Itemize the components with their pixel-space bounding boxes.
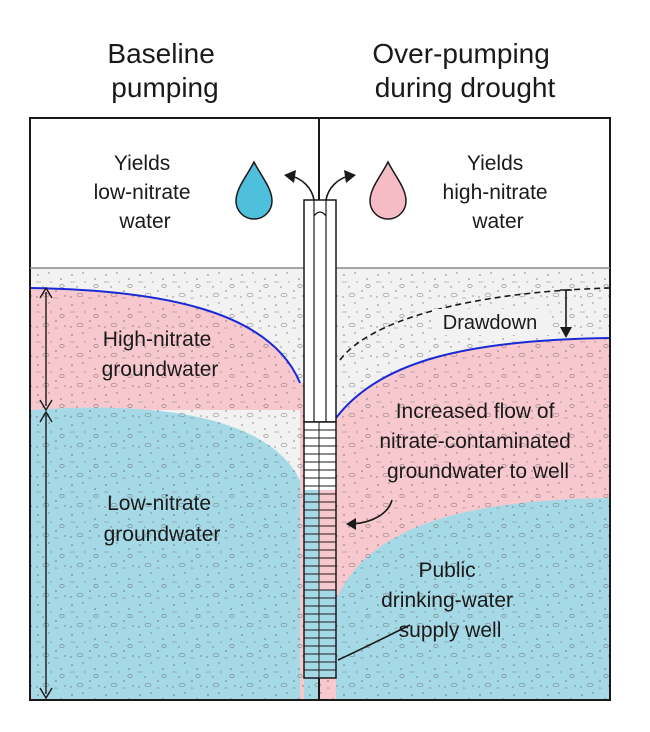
- header-baseline-line1: Baseline: [107, 38, 214, 69]
- left-panel: Yields low-nitrate water High-nitrate gr…: [29, 152, 319, 700]
- supply-well: [284, 170, 356, 679]
- left-texture: [30, 268, 319, 700]
- header-overpumping-line1: Over-pumping: [372, 38, 549, 69]
- increased-flow-line3: groundwater to well: [387, 460, 569, 483]
- header-overpumping-line2: during drought: [375, 72, 556, 103]
- left-yield-line1: Yields: [114, 152, 170, 175]
- right-yield-line2: high-nitrate: [443, 181, 548, 204]
- well-screen: [303, 421, 337, 679]
- well-label-leader: [337, 624, 411, 661]
- header-baseline-line2: pumping: [111, 72, 218, 103]
- high-zone-arrowhead-bottom: [39, 399, 53, 412]
- high-zone-arrowhead-top: [39, 286, 53, 299]
- low-nitrate-line2: groundwater: [104, 523, 221, 546]
- header-overpumping: Over-pumping during drought: [372, 38, 557, 103]
- well-cap: [313, 211, 327, 217]
- well-casing: [303, 199, 337, 423]
- increased-flow-line2: nitrate-contaminated: [379, 430, 570, 453]
- low-nitrate-line1: Low-nitrate: [107, 492, 211, 515]
- low-nitrate-groundwater-label: Low-nitrate groundwater: [104, 492, 221, 546]
- right-discharge-arrowhead: [344, 170, 356, 183]
- flow-arrowhead: [346, 518, 356, 530]
- high-nitrate-groundwater-label: High-nitrate groundwater: [102, 328, 219, 381]
- high-nitrate-drop-icon: [369, 160, 407, 220]
- flow-arrow: [351, 499, 393, 525]
- left-discharge-arrowhead: [284, 170, 296, 183]
- low-zone-arrowhead-bottom: [39, 687, 53, 700]
- low-nitrate-drop-icon: [235, 160, 273, 220]
- well-screen-left-half: [304, 490, 319, 590]
- well-screen-slots: [304, 429, 336, 671]
- high-nitrate-line2: groundwater: [102, 358, 219, 381]
- right-yield-line3: water: [471, 210, 523, 233]
- former-water-table: [339, 287, 611, 361]
- drawdown-label-bg: [432, 309, 550, 335]
- right-yield-label: Yields high-nitrate water: [443, 152, 554, 233]
- drawdown-arrowhead: [560, 327, 572, 338]
- low-zone-arrowhead-top: [39, 410, 53, 423]
- increased-flow-label: Increased flow of nitrate-contaminated g…: [379, 400, 576, 483]
- right-yield-line1: Yields: [467, 152, 523, 175]
- supply-well-line1: Public: [418, 559, 475, 582]
- drawdown-label: Drawdown: [443, 312, 537, 334]
- well-screen-high: [304, 422, 336, 490]
- increased-flow-line1: Increased flow of: [396, 400, 555, 423]
- left-yield-line3: water: [118, 210, 170, 233]
- well-screen-low: [304, 590, 336, 678]
- left-yield-label: Yields low-nitrate water: [94, 152, 197, 233]
- supply-well-label: Public drinking-water supply well: [381, 559, 519, 642]
- right-water-table: [335, 337, 611, 419]
- high-nitrate-line1: High-nitrate: [103, 328, 212, 351]
- right-panel: Yields high-nitrate water Drawdown Incre…: [319, 152, 611, 700]
- supply-well-line3: supply well: [399, 619, 502, 642]
- left-yield-line2: low-nitrate: [94, 181, 191, 204]
- left-water-table: [29, 287, 301, 384]
- header-baseline: Baseline pumping: [107, 38, 222, 103]
- supply-well-line2: drinking-water: [381, 589, 513, 612]
